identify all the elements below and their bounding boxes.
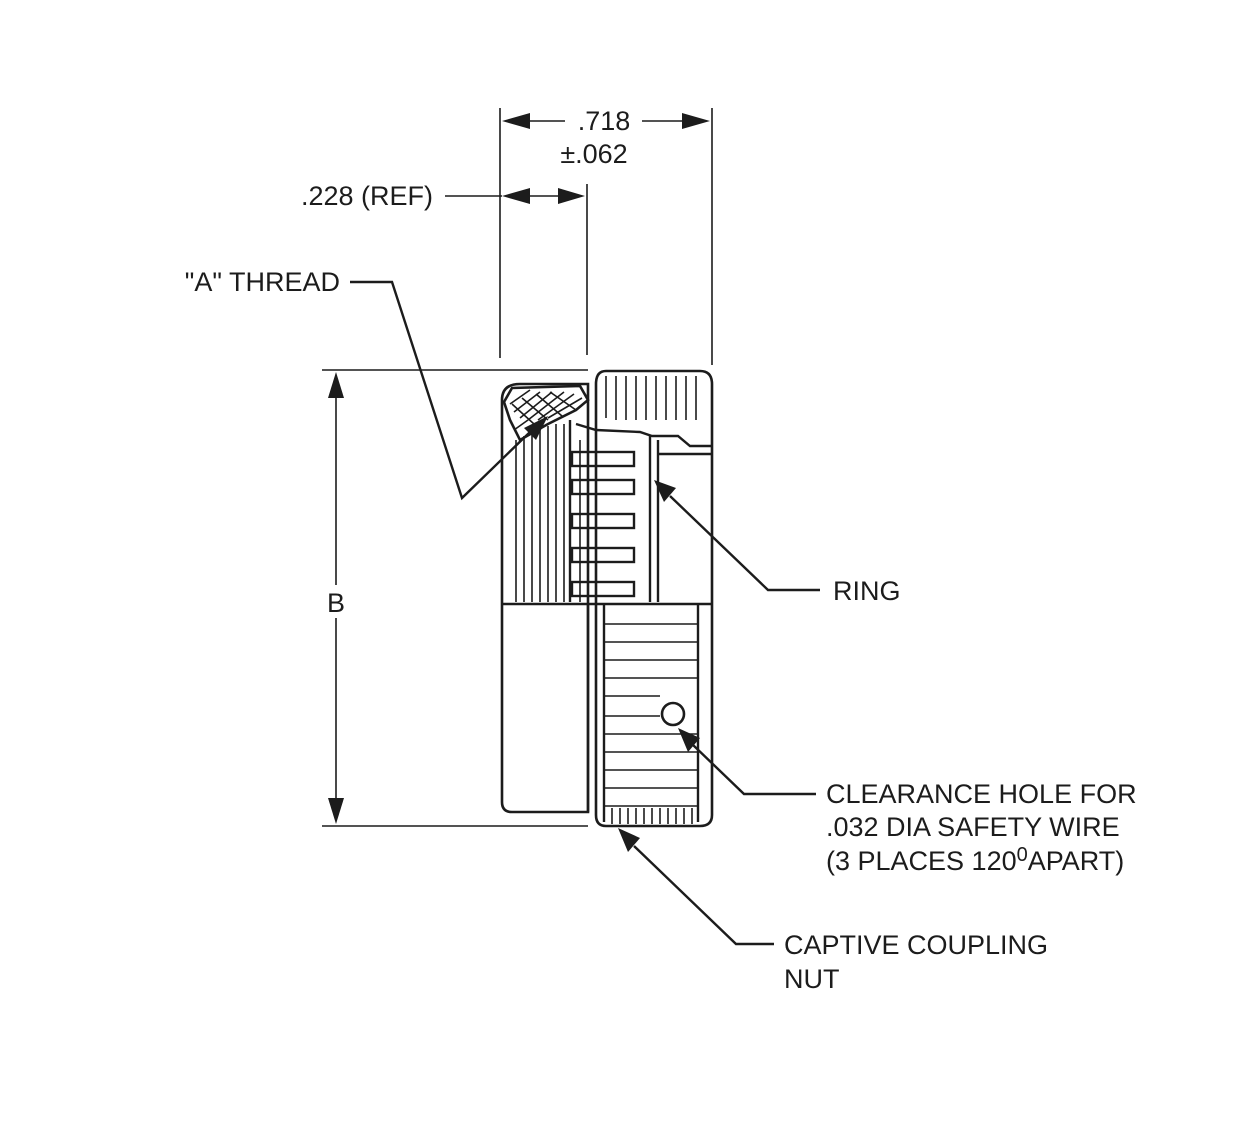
dimension-ref-length: .228 (REF) [301, 181, 588, 355]
height-label: B [327, 588, 345, 618]
arrowhead [558, 188, 585, 204]
dimension-overall-length: .718 ±.062 [499, 106, 713, 365]
overall-length-value: .718 [578, 106, 631, 136]
callout-thread: "A" THREAD [185, 267, 548, 501]
callout-nut: CAPTIVE COUPLING NUT [618, 828, 1048, 994]
ring-finger [570, 478, 636, 496]
coupling-nut [594, 369, 714, 828]
nut-knurl-top [605, 376, 697, 420]
arrowhead [524, 416, 548, 440]
arrowhead [328, 798, 344, 824]
hole-label-line3: (3 PLACES 1200APART) [826, 844, 1124, 876]
arrowhead [502, 188, 530, 204]
arrowhead [502, 113, 530, 129]
connector-body [500, 369, 714, 828]
callout-ring: RING [654, 480, 901, 606]
arrowhead [654, 480, 676, 502]
arrowhead [682, 113, 710, 129]
dimension-height: B [322, 369, 588, 827]
callout-hole: CLEARANCE HOLE FOR .032 DIA SAFETY WIRE … [678, 728, 1137, 876]
rear-grooves [515, 420, 572, 602]
ring-finger [570, 580, 636, 598]
safety-wire-hole [660, 701, 686, 727]
thread-section [502, 384, 590, 442]
thread-label: "A" THREAD [185, 267, 340, 297]
nut-knurl-bottom [602, 604, 700, 824]
nut-label-line2: NUT [784, 964, 840, 994]
ref-length-label: .228 (REF) [301, 181, 433, 211]
arrowhead [678, 728, 700, 752]
arrowhead [328, 372, 344, 398]
ring-finger [570, 546, 636, 564]
inner-ring [570, 422, 712, 602]
hole-label-line1: CLEARANCE HOLE FOR [826, 779, 1137, 809]
nut-label-line1: CAPTIVE COUPLING [784, 930, 1048, 960]
arrowhead [618, 828, 640, 852]
hole-label-line2: .032 DIA SAFETY WIRE [826, 812, 1120, 842]
ring-finger [570, 450, 636, 468]
ring-label: RING [833, 576, 901, 606]
overall-length-tolerance: ±.062 [560, 139, 627, 169]
ring-finger [570, 512, 636, 530]
